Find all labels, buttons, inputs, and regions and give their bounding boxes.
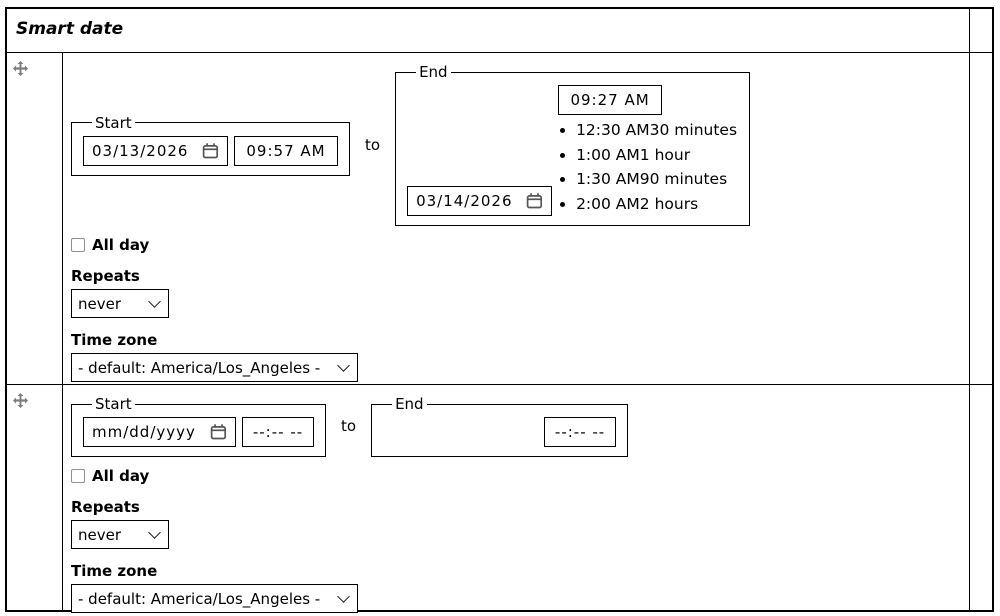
end-time-placeholder: --:-- -- xyxy=(554,423,606,441)
chevron-down-icon xyxy=(148,295,161,308)
drag-handle-cell xyxy=(7,385,63,610)
time-suggestion[interactable]: 1:00 AM1 hour xyxy=(576,143,737,168)
chevron-down-icon xyxy=(337,589,350,603)
all-day-checkbox[interactable] xyxy=(71,238,85,253)
operations-cell xyxy=(970,53,992,385)
drag-handle[interactable] xyxy=(13,61,29,77)
start-time-input[interactable]: --:-- -- xyxy=(242,417,314,447)
move-icon xyxy=(13,61,28,76)
to-label: to xyxy=(365,135,381,154)
calendar-icon xyxy=(210,424,227,440)
start-time-value: 09:57 AM xyxy=(246,141,326,160)
end-time-input[interactable]: --:-- -- xyxy=(544,417,617,447)
end-time-input[interactable]: 09:27 AM xyxy=(558,85,663,115)
operations-header-cell xyxy=(970,9,992,53)
end-legend: End xyxy=(419,63,448,81)
page-title: Smart date xyxy=(16,19,124,39)
smart-date-table: Smart date Start 03/13/2026 xyxy=(5,7,994,613)
repeats-select[interactable]: never xyxy=(71,289,169,319)
timezone-label: Time zone xyxy=(71,562,158,580)
start-date-input[interactable]: mm/dd/yyyy xyxy=(83,417,236,447)
time-suggestion[interactable]: 2:00 AM2 hours xyxy=(576,192,737,217)
start-fieldset: Start 03/13/2026 xyxy=(71,113,350,176)
all-day-field: All day xyxy=(71,467,969,485)
drag-handle[interactable] xyxy=(13,393,29,409)
move-icon xyxy=(13,393,28,408)
start-date-input[interactable]: 03/13/2026 xyxy=(83,135,228,166)
all-day-label: All day xyxy=(92,236,150,255)
end-fieldset: End --:-- -- xyxy=(371,395,629,457)
start-legend: Start xyxy=(95,395,132,413)
end-date-input[interactable]: 03/14/2026 xyxy=(407,186,553,217)
start-date-placeholder: mm/dd/yyyy xyxy=(92,423,196,441)
drag-handle-cell xyxy=(7,53,63,385)
smart-date-header: Smart date xyxy=(7,9,970,53)
all-day-field: All day xyxy=(71,236,969,254)
timezone-value: - default: America/Los_Angeles - xyxy=(78,589,321,608)
repeats-label: Repeats xyxy=(71,267,140,286)
start-time-input[interactable]: 09:57 AM xyxy=(234,135,338,166)
chevron-down-icon xyxy=(337,359,350,372)
start-date-value: 03/13/2026 xyxy=(92,141,189,160)
row-content: Start 03/13/2026 xyxy=(63,53,970,385)
repeats-value: never xyxy=(78,294,122,313)
end-legend: End xyxy=(395,395,424,413)
start-fieldset: Start mm/dd/yyyy xyxy=(71,395,326,457)
repeats-label: Repeats xyxy=(71,498,140,516)
chevron-down-icon xyxy=(148,525,161,539)
timezone-label: Time zone xyxy=(71,331,158,350)
repeats-select[interactable]: never xyxy=(71,520,169,549)
repeats-value: never xyxy=(78,525,122,544)
time-suggestions-list: 12:30 AM30 minutes 1:00 AM1 hour 1:30 AM… xyxy=(558,118,737,216)
time-suggestion[interactable]: 1:30 AM90 minutes xyxy=(576,167,737,192)
operations-cell xyxy=(970,385,992,610)
timezone-select[interactable]: - default: America/Los_Angeles - xyxy=(71,353,358,383)
end-time-value: 09:27 AM xyxy=(570,91,650,109)
to-label: to xyxy=(341,417,357,435)
all-day-label: All day xyxy=(92,467,150,485)
time-suggestion[interactable]: 12:30 AM30 minutes xyxy=(576,118,737,143)
row-content: Start mm/dd/yyyy xyxy=(63,385,970,613)
calendar-icon xyxy=(526,193,543,209)
timezone-value: - default: America/Los_Angeles - xyxy=(78,358,321,377)
datetime-row: Start 03/13/2026 xyxy=(71,63,969,227)
all-day-checkbox[interactable] xyxy=(71,469,85,483)
end-fieldset: End 03/14/2026 xyxy=(395,63,751,227)
end-date-value: 03/14/2026 xyxy=(416,192,513,211)
timezone-select[interactable]: - default: America/Los_Angeles - xyxy=(71,584,358,613)
start-time-placeholder: --:-- -- xyxy=(252,423,304,441)
calendar-icon xyxy=(202,142,219,159)
start-legend: Start xyxy=(95,113,132,132)
datetime-row: Start mm/dd/yyyy xyxy=(71,395,969,457)
